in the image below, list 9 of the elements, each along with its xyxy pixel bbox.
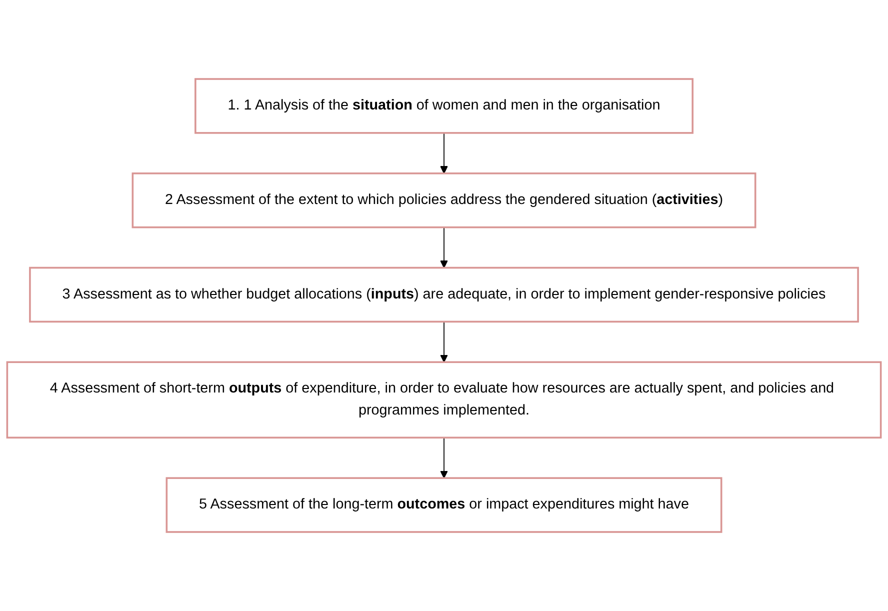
arrow xyxy=(440,321,448,362)
arrow xyxy=(440,226,448,268)
node-box: 5 Assessment of the long-term outcomes or impact expenditures might have xyxy=(166,477,722,533)
arrow xyxy=(440,437,448,478)
node-box: 2 Assessment of the extent to which policies address the gendered situation (activities) xyxy=(132,172,756,228)
node-box: 3 Assessment as to whether budget allocations (inputs) are adequate, in order to implement gender-responsive policies xyxy=(29,266,859,323)
node-box: 4 Assessment of short-term outputs of expenditure, in order to evaluate how resources are actually spent, and policies and programmes implemented. xyxy=(6,361,882,439)
arrow xyxy=(440,132,448,174)
node-box: 1. 1 Analysis of the situation of women and men in the organisation xyxy=(194,78,694,134)
